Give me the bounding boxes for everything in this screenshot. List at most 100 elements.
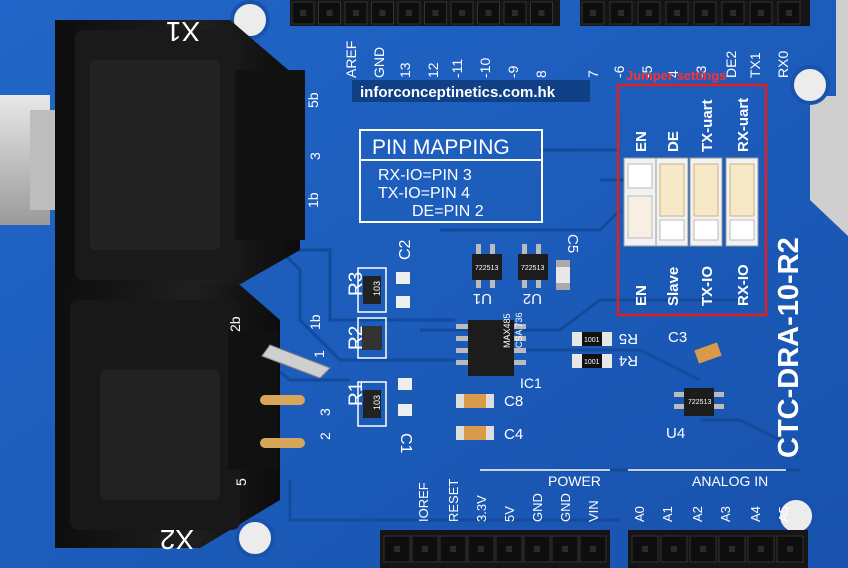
power-pin-label: GND	[530, 493, 545, 522]
label-c5: C5	[564, 234, 581, 253]
label-x2-pin-2b: 2b	[227, 316, 243, 332]
jumper-settings-label: Jumper settings	[626, 68, 726, 83]
label-x1: X1	[166, 16, 200, 47]
label-u2: U2	[523, 290, 542, 307]
header-pin	[749, 1, 773, 25]
jumper-top-label: EN	[633, 131, 650, 152]
label-u1: U1	[473, 290, 492, 307]
header-pin	[665, 1, 689, 25]
xlr-connector-x1	[0, 20, 305, 290]
digital-pin-label: -3	[693, 65, 709, 78]
power-pin-label: VIN	[586, 500, 601, 522]
digital-pin-label: 8	[533, 70, 549, 78]
header-pin	[397, 1, 421, 25]
digital-pin-label: GND	[371, 47, 387, 78]
label-r5: R5	[619, 330, 638, 347]
header-pin	[371, 1, 394, 25]
header-pin	[609, 1, 633, 25]
digital-pin-label: -6	[611, 65, 627, 78]
pin-mapping-line-1: RX-IO=PIN 3	[378, 167, 472, 184]
resistor-r4	[572, 354, 612, 368]
power-pin-label: 3.3V	[474, 495, 489, 522]
jumper-bottom-label: RX-IO	[735, 264, 752, 306]
header-pin	[477, 1, 500, 25]
capacitor-c2	[396, 272, 410, 308]
ic-u2	[518, 244, 548, 288]
analog-pin-label: A1	[660, 506, 675, 522]
header-pin	[637, 1, 661, 25]
capacitor-c4	[456, 426, 494, 440]
u4-marking: 722513	[688, 399, 711, 406]
label-r1: R1	[346, 382, 367, 406]
label-x1-pin-1b: 1b	[305, 192, 321, 208]
label-c1: C1	[397, 433, 414, 454]
digital-pin-label: 4	[665, 70, 681, 78]
header-pin	[747, 535, 775, 563]
header-pin	[777, 1, 801, 25]
pin-mapping-line-3: DE=PIN 2	[412, 203, 484, 220]
digital-header-left	[290, 0, 560, 26]
label-r4: R4	[619, 352, 638, 369]
header-pin	[411, 535, 439, 563]
header-pin	[581, 1, 605, 25]
header-pin	[495, 535, 523, 563]
pin-mapping-line-2: TX-IO=PIN 4	[378, 185, 470, 202]
ic-u1	[472, 244, 502, 288]
ic1-marking-1: MAX485	[502, 313, 512, 348]
board-url: inforconceptinetics.com.hk	[360, 84, 556, 101]
header-pin	[776, 535, 804, 563]
power-pin-label: 5V	[502, 506, 517, 522]
jumper-bottom-label: TX-IO	[699, 266, 716, 306]
label-c3: C3	[668, 329, 687, 346]
capacitor-c8	[456, 394, 494, 408]
label-c8: C8	[504, 393, 523, 410]
digital-pin-label: -10	[477, 58, 493, 78]
resistors-left	[357, 267, 387, 427]
label-u4: U4	[666, 425, 685, 442]
label-c2: C2	[397, 239, 414, 260]
r5-marking: 1001	[584, 337, 600, 344]
label-ic1: IC1	[520, 375, 542, 391]
ic-u4	[674, 388, 724, 416]
jumper-top-label: RX-uart	[735, 98, 752, 152]
r3-marking: 103	[372, 281, 382, 296]
board-name: CTC-DRA-10-R2	[773, 237, 805, 458]
header-pin	[721, 1, 745, 25]
u2-marking: 722513	[521, 265, 544, 272]
header-pin	[424, 1, 447, 25]
header-pin	[660, 535, 688, 563]
analog-label: ANALOG IN	[692, 473, 768, 489]
analog-pin-label: A3	[718, 506, 733, 522]
label-r3: R3	[346, 272, 367, 296]
label-x1-pin-5b: 5b	[305, 92, 321, 108]
digital-header-right	[580, 0, 810, 26]
header-pin	[718, 535, 746, 563]
analog-pin-label: A0	[632, 506, 647, 522]
header-pin	[291, 1, 315, 25]
power-label: POWER	[548, 473, 601, 489]
analog-pin-label: A4	[748, 506, 763, 522]
digital-pin-label: RX0	[775, 51, 791, 78]
analog-pin-label: A5	[776, 506, 791, 522]
jumper-top-label: TX-uart	[699, 99, 716, 152]
header-pin	[344, 1, 368, 25]
header-pin	[551, 535, 579, 563]
jumper-settings-box	[616, 83, 768, 317]
xlr-connector-x2	[55, 285, 331, 548]
header-pin	[503, 1, 527, 25]
u1-marking: 722513	[475, 265, 498, 272]
header-pin	[693, 1, 717, 25]
label-x2-pin-1b: 1b	[307, 314, 323, 330]
label-x2: X2	[160, 524, 194, 555]
power-pin-label: IOREF	[416, 482, 431, 522]
header-pin	[450, 1, 474, 25]
header-pin	[689, 535, 717, 563]
header-pin	[439, 535, 467, 563]
label-r2: R2	[346, 326, 367, 350]
mounting-holes	[230, 0, 830, 558]
